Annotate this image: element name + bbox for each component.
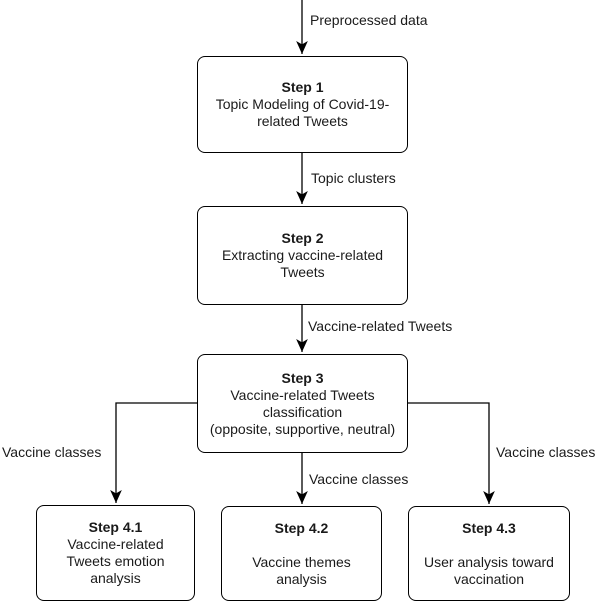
edge-step3-to-step4-1	[110, 402, 197, 503]
step-3-line: classification	[262, 403, 343, 420]
node-step-4-2: Step 4.2 Vaccine themes analysis	[221, 506, 382, 601]
node-step-3: Step 3 Vaccine-related Tweets classifica…	[197, 354, 408, 453]
step-2-title: Step 2	[281, 230, 324, 246]
step-4-1-line: analysis	[90, 570, 141, 586]
step-3-line: Vaccine-related Tweets	[230, 386, 375, 403]
edge-label-topic-clusters: Topic clusters	[311, 170, 396, 187]
step-3-line: (opposite, supportive, neutral)	[209, 420, 396, 437]
edge-label-vaccine-related-tweets: Vaccine-related Tweets	[308, 318, 453, 335]
step-4-1-line: Vaccine-related	[67, 536, 164, 552]
step-3-title: Step 3	[281, 369, 324, 386]
step-4-2-title: Step 4.2	[274, 519, 329, 536]
step-2-line: Tweets	[280, 264, 325, 280]
step-4-2-line: analysis	[276, 570, 327, 587]
edge-label-vaccine-classes-right: Vaccine classes	[496, 444, 596, 461]
step-1-line: Topic Modeling of Covid-19-	[215, 96, 390, 112]
edge-label-vaccine-classes-left: Vaccine classes	[2, 444, 102, 461]
step-4-3-line: vaccination	[453, 570, 525, 587]
step-4-2-line: Vaccine themes	[252, 553, 351, 570]
step-4-1-line: Tweets emotion	[66, 553, 165, 569]
step-4-3-line: User analysis toward	[424, 553, 554, 570]
step-4-3-title: Step 4.3	[462, 519, 516, 536]
node-step-2: Step 2 Extracting vaccine-related Tweets	[197, 206, 408, 305]
edge-step3-to-step4-3	[408, 402, 495, 504]
node-step-4-3: Step 4.3 User analysis toward vaccinatio…	[408, 506, 570, 601]
step-2-line: Extracting vaccine-related	[221, 247, 384, 263]
step-1-line: related Tweets	[257, 113, 348, 129]
edge-label-preprocessed-data: Preprocessed data	[310, 12, 428, 29]
step-4-1-title: Step 4.1	[88, 519, 143, 535]
edge-label-vaccine-classes-middle: Vaccine classes	[309, 471, 409, 488]
node-step-4-1: Step 4.1 Vaccine-related Tweets emotion …	[36, 505, 195, 601]
node-step-1: Step 1 Topic Modeling of Covid-19- relat…	[197, 56, 408, 153]
step-1-title: Step 1	[281, 79, 324, 95]
